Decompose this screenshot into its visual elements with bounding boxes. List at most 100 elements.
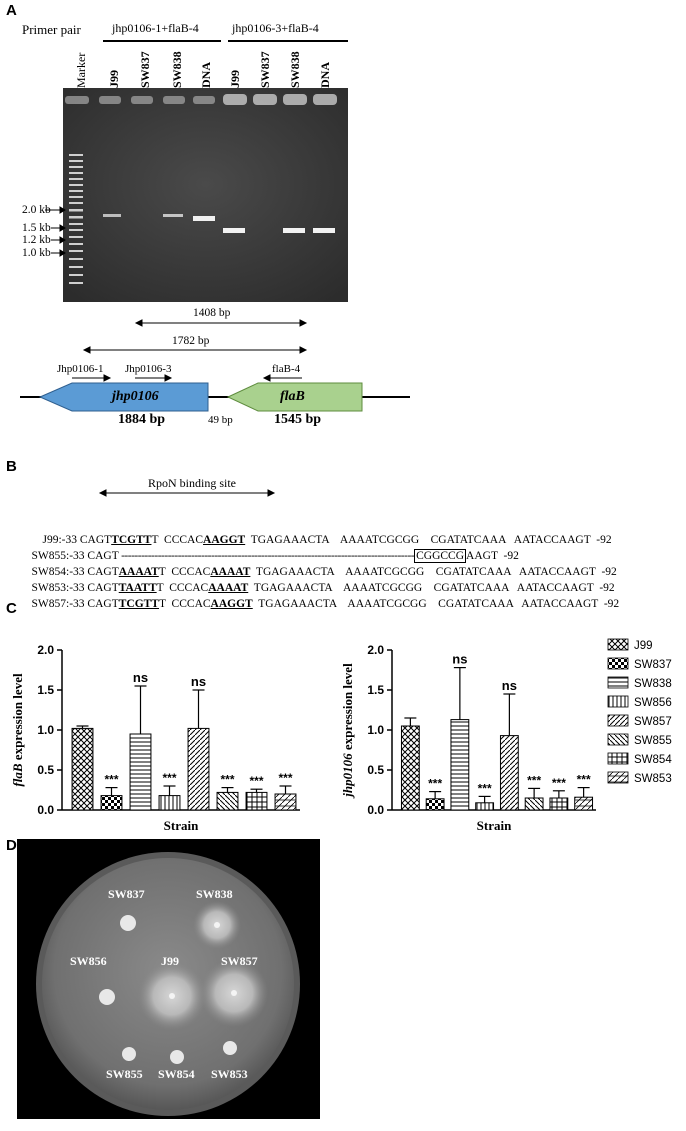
bar	[450, 719, 470, 811]
bar	[216, 791, 239, 811]
band	[163, 214, 183, 217]
legend-label: SW857	[634, 716, 672, 728]
petri-plate-photo	[17, 839, 320, 1119]
chart-panel-c: 0.0 0.5 1.0 1.5 2.0 flaB expression levelStra…	[10, 638, 672, 833]
significance-label: ***	[552, 776, 566, 790]
insertion-box: CGGCCG	[414, 549, 467, 563]
y-tick-label: 0.5	[367, 763, 384, 777]
y-tick-label: 0.0	[37, 803, 54, 817]
legend-swatch	[607, 676, 629, 689]
colony	[122, 1047, 136, 1061]
y-tick-label: 1.5	[37, 683, 54, 697]
significance-label: ***	[577, 773, 591, 787]
legend-label: SW853	[634, 773, 672, 785]
legend-swatch	[607, 733, 629, 746]
rpon-site-arrow	[98, 489, 276, 497]
plate-svg	[17, 839, 320, 1119]
legend-swatch	[607, 771, 629, 784]
significance-label: ns	[191, 674, 206, 689]
y-tick-label: 1.0	[37, 723, 54, 737]
seq-row-j99: J99:-33 CAGTTCGTTT CCCACAAGGT TGAGAAACTA…	[42, 534, 612, 546]
bar	[274, 793, 297, 811]
legend-label: SW837	[634, 659, 672, 671]
band	[313, 228, 335, 233]
legend-swatch	[607, 695, 629, 708]
x-axis-label: Strain	[164, 818, 199, 833]
y-tick-label: 0.5	[37, 763, 54, 777]
significance-label: ***	[220, 773, 234, 787]
bar	[549, 797, 569, 811]
bar	[499, 735, 519, 811]
bar	[129, 733, 152, 811]
y-tick-label: 0.0	[367, 803, 384, 817]
primer-pair-label: Primer pair	[22, 22, 81, 37]
legend-label: SW838	[634, 678, 672, 690]
x-axis-label: Strain	[477, 818, 512, 833]
y-tick-label: 1.5	[367, 683, 384, 697]
group-2-underline	[228, 40, 348, 42]
significance-label: ns	[502, 678, 517, 693]
size-marker-2kb: 2.0 kb	[22, 204, 51, 216]
legend-swatch	[607, 752, 629, 765]
legend-label: SW855	[634, 735, 672, 747]
y-axis-label: flaB expression level	[10, 673, 25, 787]
panel-d-letter: D	[6, 837, 17, 854]
significance-label: ***	[478, 781, 492, 795]
colony	[120, 915, 136, 931]
panel-c-letter: C	[6, 600, 17, 617]
gene2-size: 1545 bp	[274, 412, 322, 427]
jhp0106-chart: 0.0 0.5 1.0 1.5 2.0 jhp0106 expression levelS…	[340, 643, 596, 833]
gene-jhp0106-arrow	[38, 382, 209, 412]
bar	[425, 798, 445, 811]
arrow-1408-label: 1408 bp	[193, 307, 231, 319]
gene-map	[20, 319, 410, 412]
legend-swatch	[607, 638, 629, 651]
group-1-underline	[103, 40, 221, 42]
significance-label: ***	[162, 771, 176, 785]
bar	[71, 727, 94, 811]
size-marker-1-2kb: 1.2 kb	[22, 234, 51, 246]
band	[223, 228, 245, 233]
seq-row-sw857: SW857:-33 CAGTTCGTTT CCCACAAGGT TGAGAAAC…	[31, 598, 620, 610]
gene-flab-arrow	[226, 382, 363, 412]
gap-label: 49 bp	[208, 414, 233, 426]
band	[103, 214, 121, 217]
colony	[99, 989, 115, 1005]
gel-image	[63, 88, 348, 302]
seq-row-sw855: SW855:-33 CAGT -------------------------…	[31, 549, 519, 563]
gene2-name: flaB	[280, 389, 305, 404]
gel-svg	[63, 88, 348, 302]
bar	[574, 796, 594, 811]
legend-swatch	[607, 657, 629, 670]
significance-label: ns	[452, 652, 467, 667]
gene1-size: 1884 bp	[118, 412, 166, 427]
y-tick-label: 1.0	[367, 723, 384, 737]
bar	[158, 795, 181, 811]
seq-row-sw853: SW853:-33 CAGTTAATTT CCCACAAAAT TGAGAAAC…	[31, 582, 615, 594]
significance-label: ***	[249, 774, 263, 788]
legend-label: SW854	[634, 754, 672, 766]
primer-label-jhp0106-3: Jhp0106-3	[125, 363, 172, 375]
panel-a-letter: A	[6, 2, 17, 19]
primer-group-1: jhp0106-1+flaB-4	[112, 21, 199, 35]
bar	[524, 797, 544, 811]
y-axis-label: jhp0106 expression level	[340, 663, 355, 799]
bar	[187, 727, 210, 811]
significance-label: ***	[278, 771, 292, 785]
legend-swatch	[607, 714, 629, 727]
size-marker-arrows	[45, 206, 66, 257]
size-marker-1-5kb: 1.5 kb	[22, 222, 51, 234]
significance-label: ***	[428, 777, 442, 791]
band	[283, 228, 305, 233]
gene1-name: jhp0106	[112, 389, 159, 404]
rpon-site-label: RpoN binding site	[148, 476, 237, 490]
legend-label: J99	[634, 640, 653, 652]
band	[193, 216, 215, 221]
y-tick-label: 2.0	[367, 643, 384, 657]
y-tick-label: 2.0	[37, 643, 54, 657]
primer-label-flab-4: flaB-4	[272, 363, 301, 375]
significance-label: ***	[527, 773, 541, 787]
colony	[223, 1041, 237, 1055]
bar	[400, 725, 420, 811]
